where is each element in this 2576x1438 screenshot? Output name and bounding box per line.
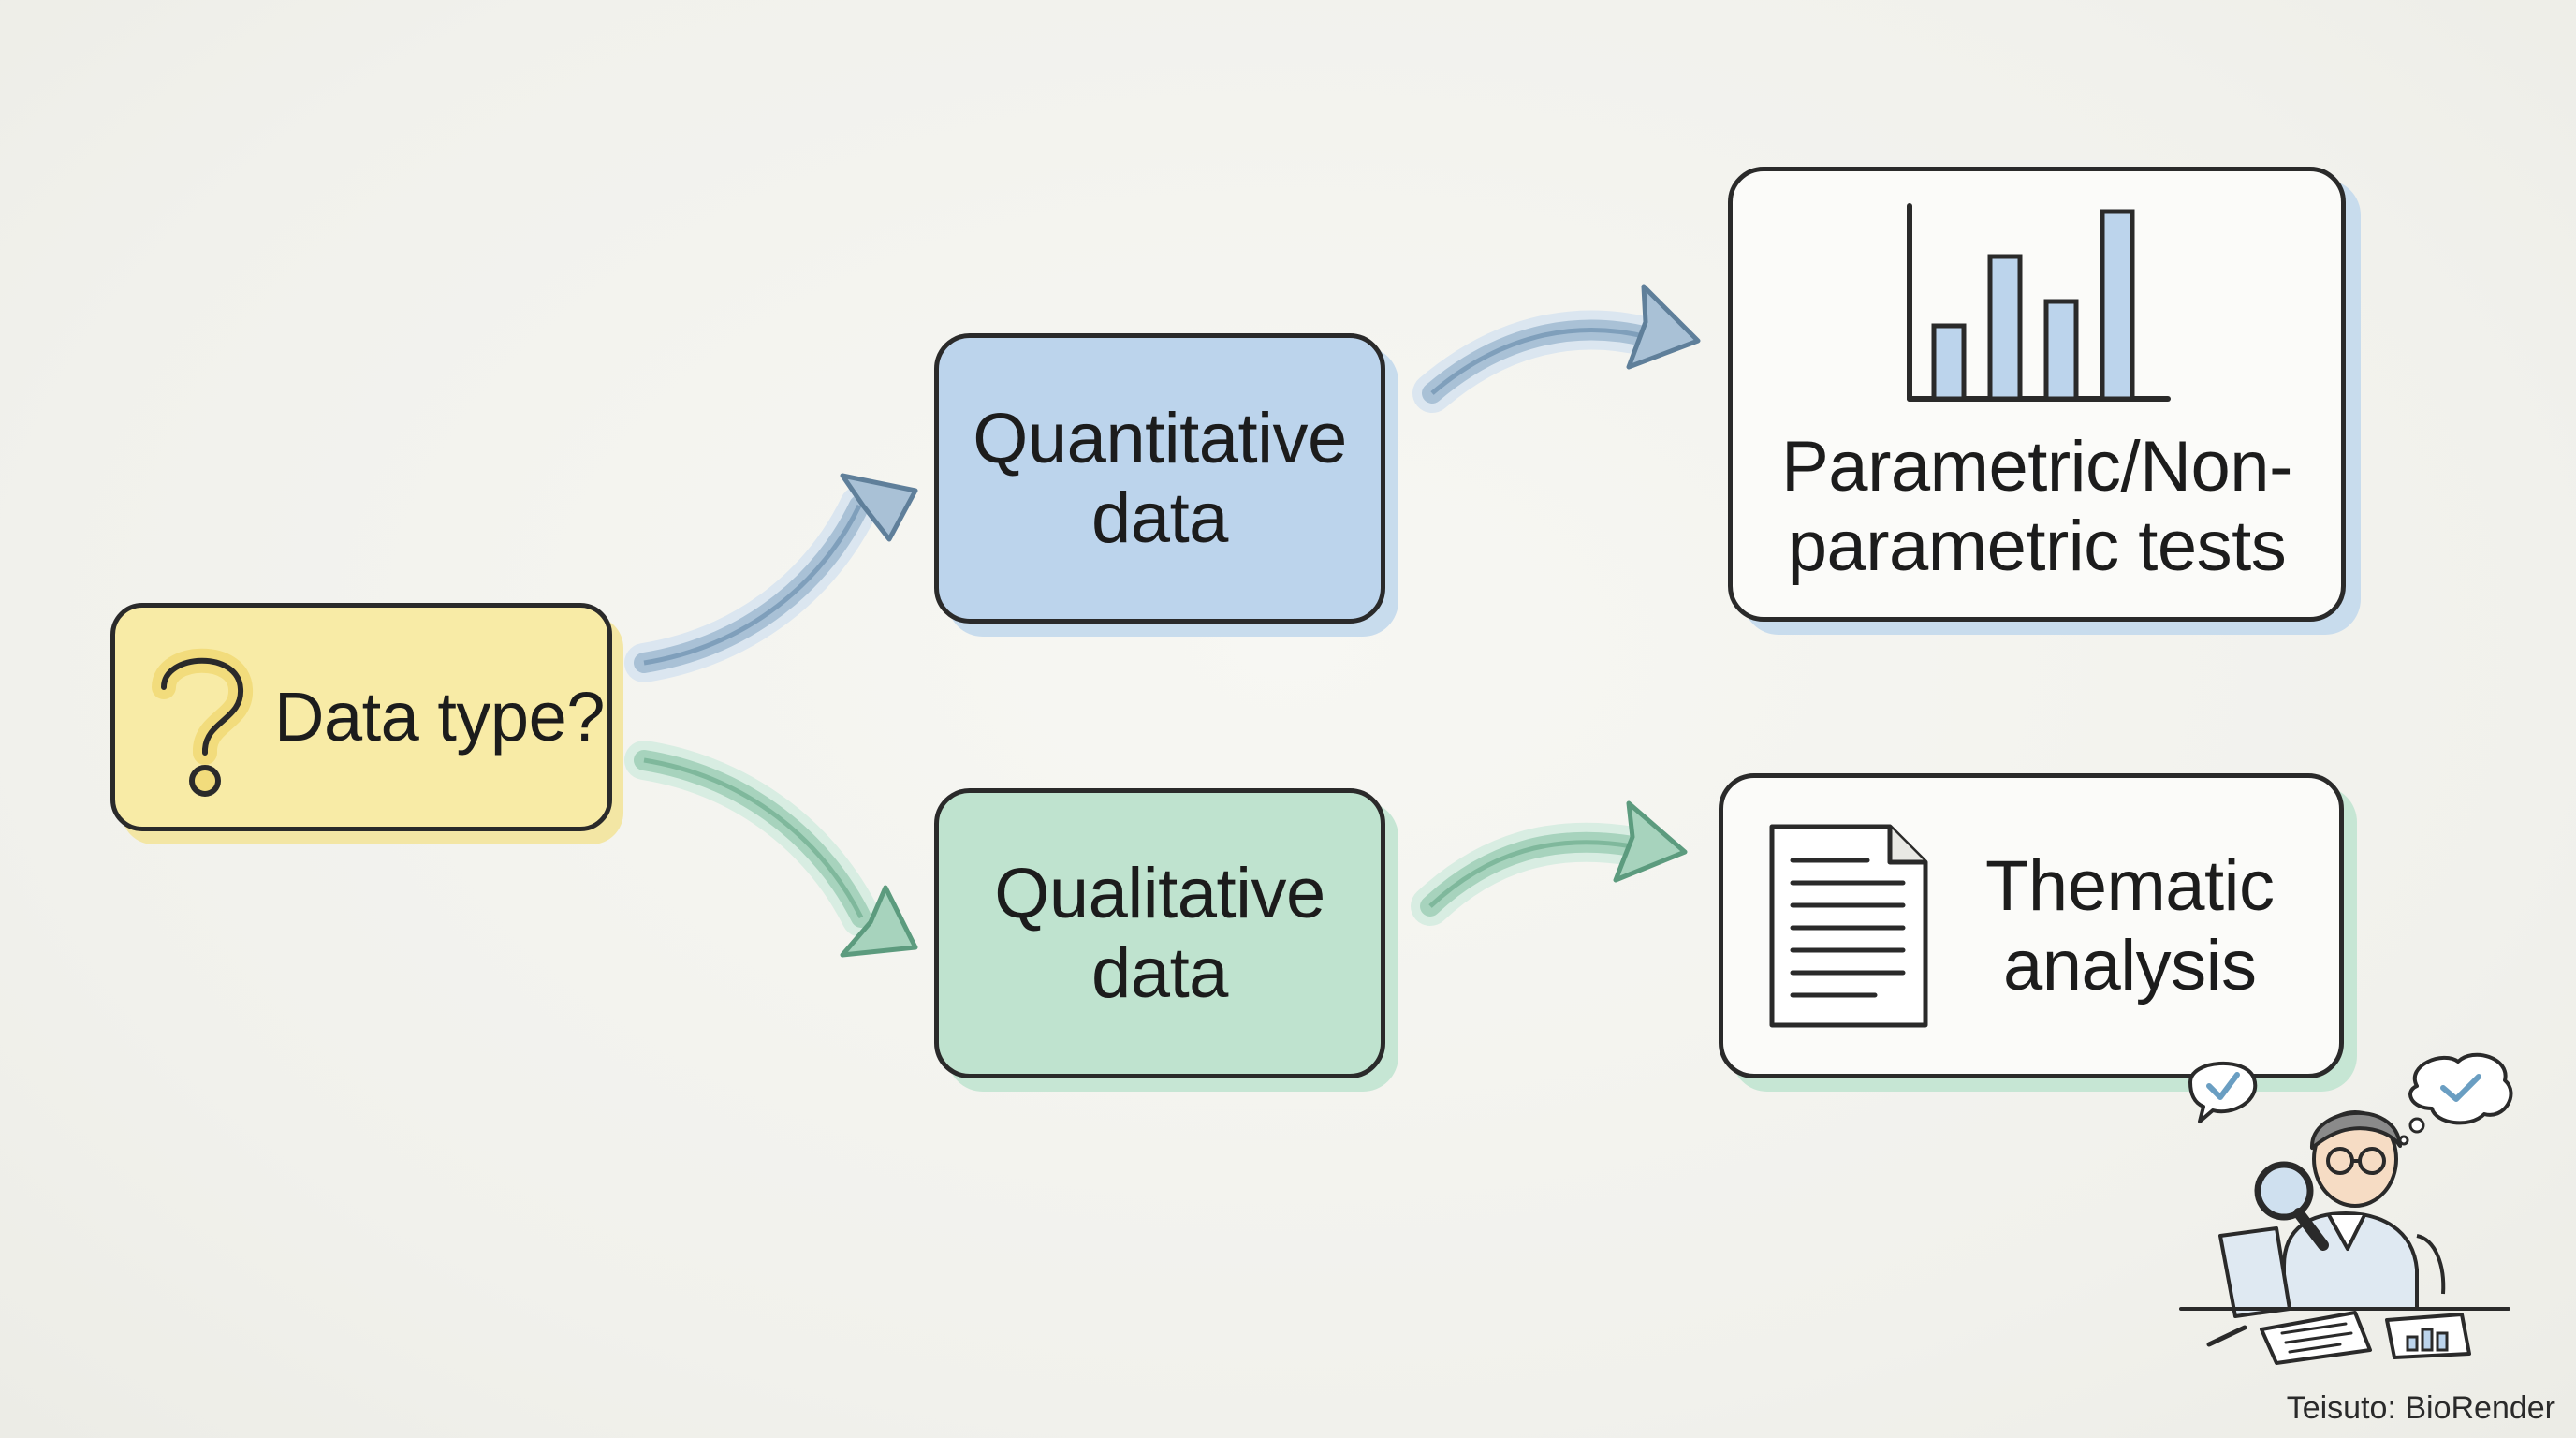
arrow-to-parametric [1412, 284, 1701, 413]
arrow-to-quantitative [624, 473, 918, 682]
qualitative-data-node: Qualitative data [934, 788, 1385, 1078]
quantitative-data-label: Quantitative data [973, 398, 1347, 558]
parametric-tests-node: Parametric/Non- parametric tests [1728, 167, 2346, 622]
qualitative-data-label: Qualitative data [994, 853, 1325, 1013]
check-thought-cloud-icon [2398, 1052, 2513, 1146]
quantitative-data-node: Quantitative data [934, 333, 1385, 624]
arrow-to-thematic [1411, 800, 1688, 926]
check-bubble-icon [2188, 1061, 2258, 1123]
question-mark-icon [152, 648, 253, 797]
start-node-data-type: Data type? [110, 603, 612, 831]
parametric-tests-label: Parametric/Non- parametric tests [1781, 426, 2292, 586]
bar-chart-icon [1907, 202, 2171, 402]
document-icon [1769, 824, 1928, 1028]
start-node-label: Data type? [274, 677, 605, 756]
arrow-to-qualitative [624, 741, 918, 958]
image-credit: Teisuto: BioRender [2286, 1390, 2555, 1426]
scientist-magnifier-illustration [2179, 1052, 2513, 1365]
thematic-analysis-label: Thematic analysis [1985, 845, 2275, 1005]
thematic-analysis-node: Thematic analysis [1719, 773, 2344, 1078]
